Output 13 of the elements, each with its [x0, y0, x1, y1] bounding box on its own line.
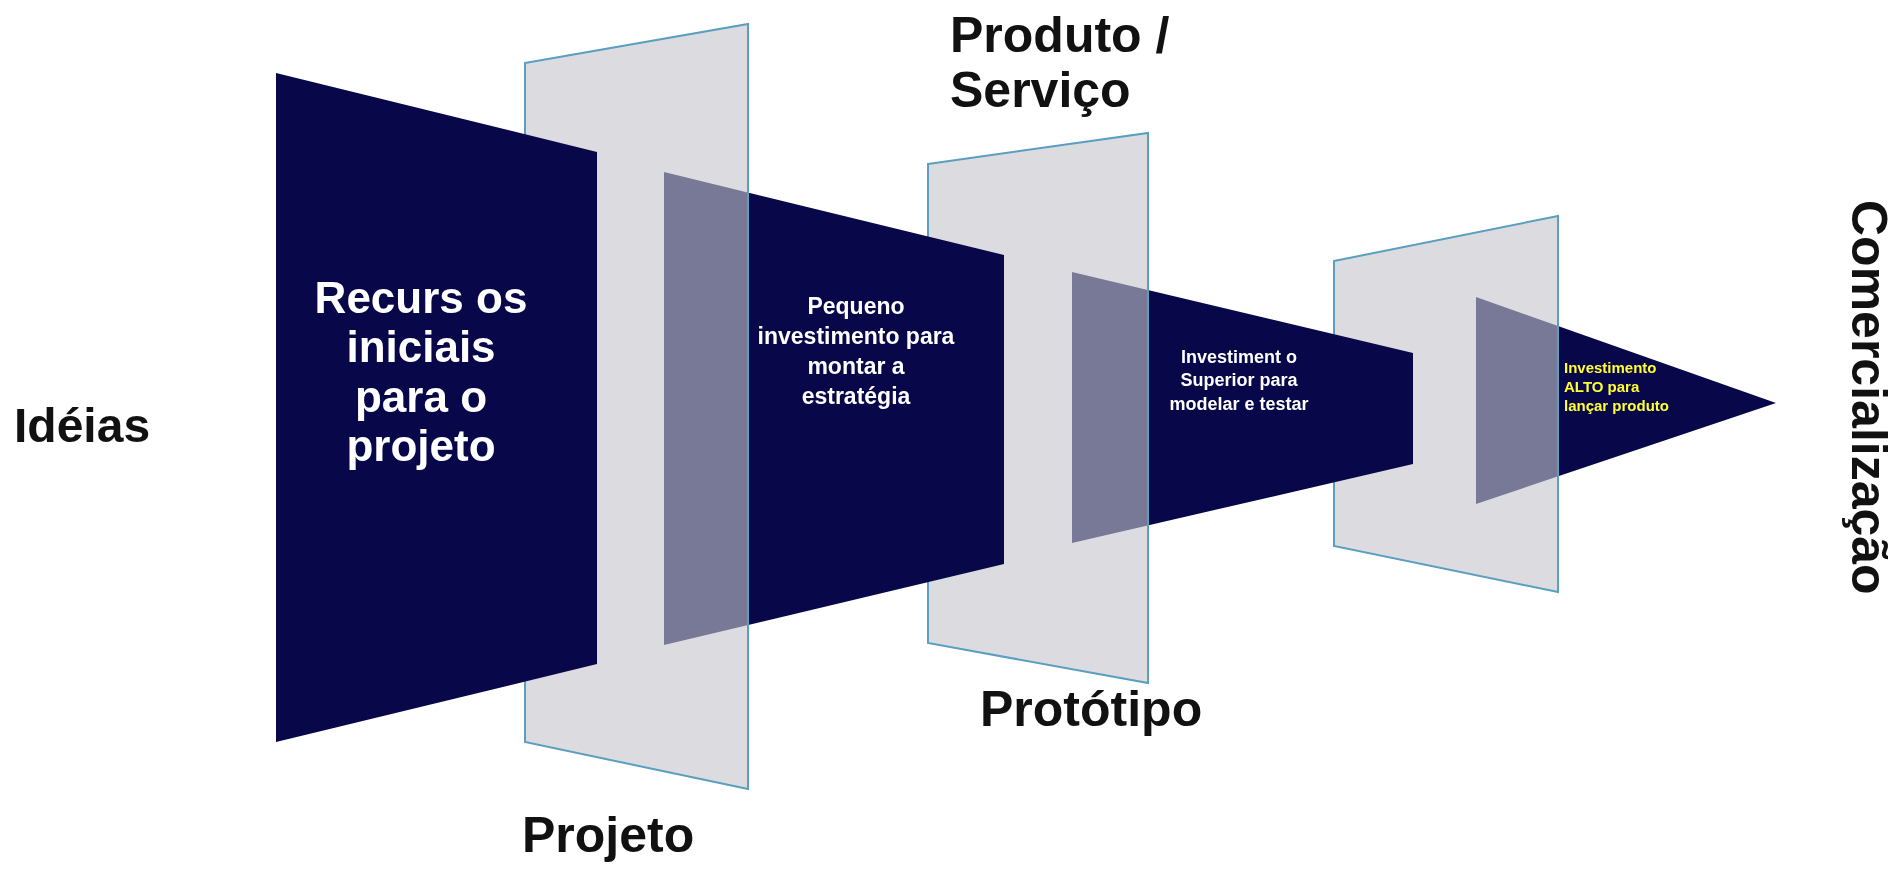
funnel-stage — [664, 172, 1004, 645]
stage-label-vertical: Comercialização — [1840, 200, 1896, 595]
stage-text: Investimento ALTO para lançar produto — [1564, 359, 1670, 416]
stage-label: Produto / Serviço — [950, 8, 1171, 118]
stage-text: Recurs os iniciais para o projeto — [313, 273, 529, 471]
stage-label: Projeto — [522, 808, 695, 863]
funnel-stage — [1476, 297, 1776, 504]
stage-text: Pequeno investimento para montar a estratégia — [756, 292, 956, 411]
stage-label: Idéias — [14, 400, 151, 453]
funnel-stage — [1072, 272, 1413, 543]
stage-label: Protótipo — [980, 682, 1203, 737]
funnel-stage — [276, 73, 597, 742]
stage-text: Investiment o Superior para modelar e testar — [1168, 346, 1310, 416]
